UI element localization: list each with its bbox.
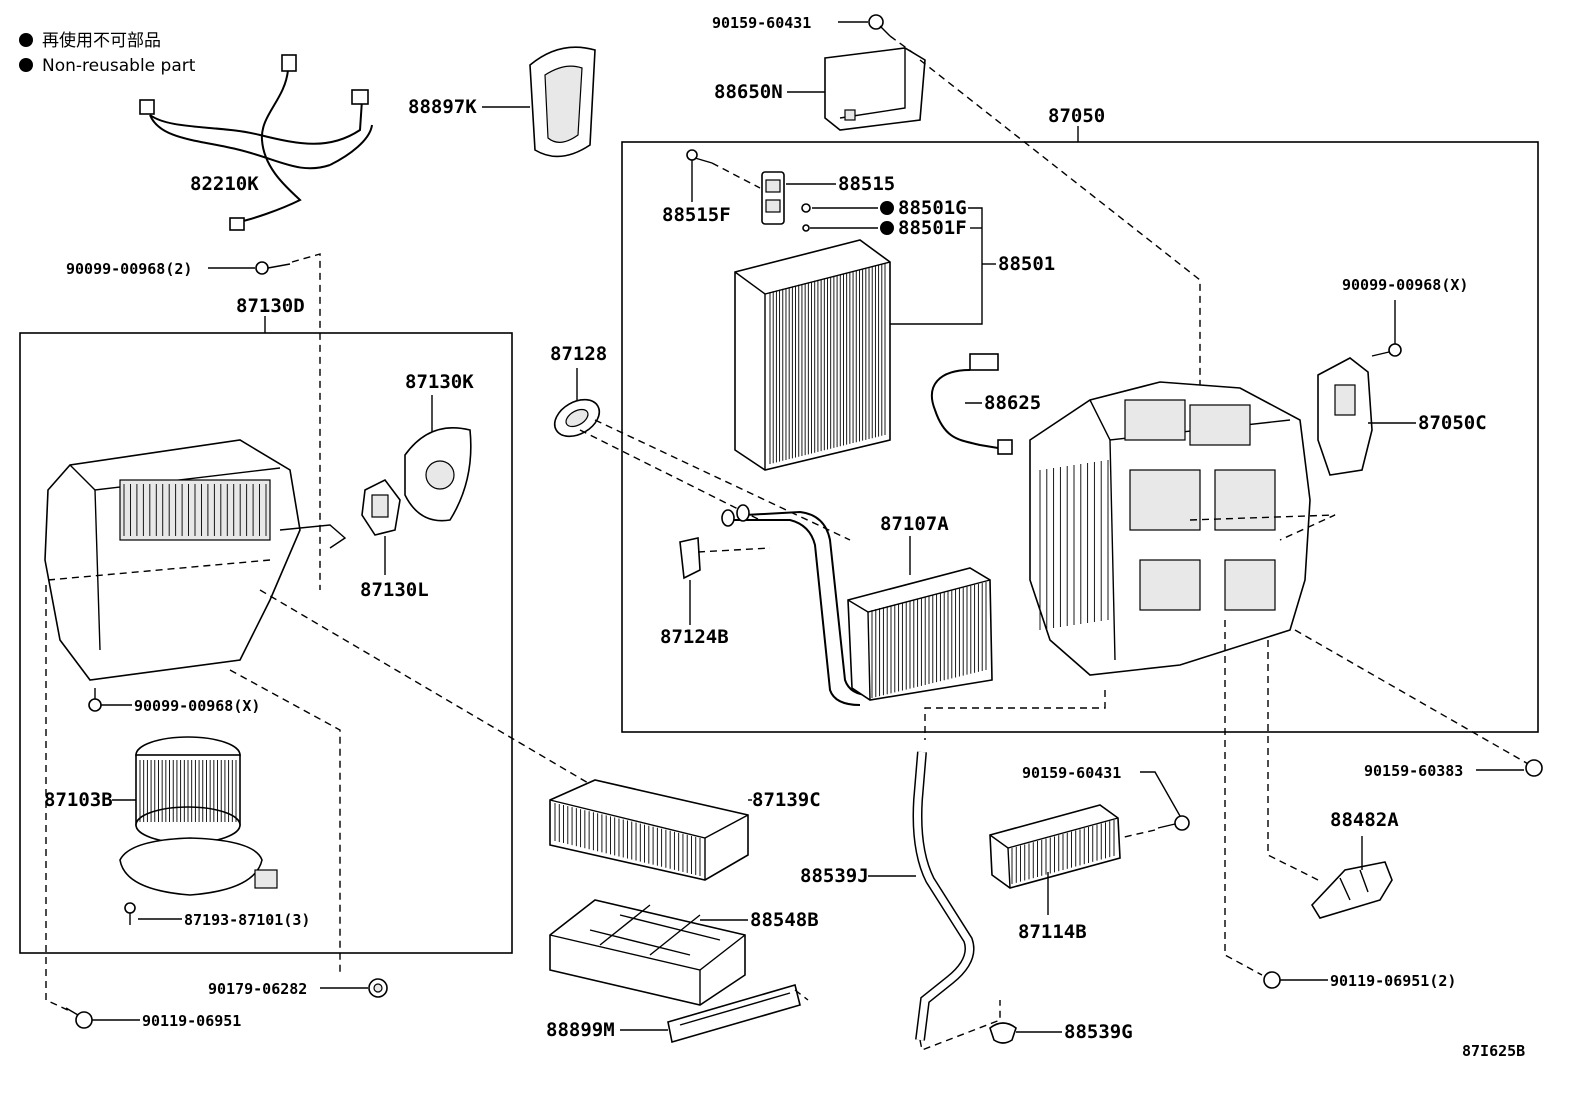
screw-88515f — [686, 149, 713, 164]
label-87193-87101-3: 87193-87101(3) — [184, 911, 310, 929]
hvac-case-87050 — [1029, 381, 1311, 676]
nut-90179-06282 — [368, 978, 388, 998]
label-88539g: 88539G — [1064, 1021, 1133, 1043]
label-88899m: 88899M — [546, 1019, 615, 1041]
label-87130k: 87130K — [405, 371, 474, 393]
label-88650n: 88650N — [714, 81, 783, 103]
cover-87130k — [404, 426, 472, 522]
sensor-88625 — [930, 353, 1013, 455]
label-87128: 87128 — [550, 343, 607, 365]
label-87130l: 87130L — [360, 579, 429, 601]
filter-case-88548b — [549, 899, 746, 1006]
heater-core-87107a — [721, 504, 993, 706]
non-reusable-dot-icon — [880, 221, 894, 235]
drain-hose-88539j — [912, 751, 975, 1041]
label-87139c: 87139C — [752, 789, 821, 811]
assembly-frame-87130d — [19, 332, 513, 954]
legend-english: Non-reusable part — [42, 56, 196, 76]
label-87103b: 87103B — [44, 789, 113, 811]
label-87107a: 87107A — [880, 513, 949, 535]
label-88897k: 88897K — [408, 96, 477, 118]
screw-90119-06951-2 — [1263, 971, 1281, 989]
bolt-90159-60383 — [1525, 759, 1543, 777]
legend-japanese: 再使用不可部品 — [42, 30, 161, 51]
clamp-87124b — [679, 537, 701, 580]
cover-88899m — [667, 983, 801, 1044]
bracket-88482a — [1310, 861, 1393, 919]
bolt-90159-60431-top — [868, 14, 891, 37]
label-88548b: 88548B — [750, 909, 819, 931]
legend: 再使用不可部品 Non-reusable part — [19, 30, 196, 76]
screw-90099-00968-x-left — [88, 688, 102, 712]
label-88625: 88625 — [984, 392, 1041, 414]
label-90179-06282: 90179-06282 — [208, 980, 307, 998]
label-87050c: 87050C — [1418, 412, 1487, 434]
label-82210k: 82210K — [190, 173, 259, 195]
label-90119-06951: 90119-06951 — [142, 1012, 241, 1030]
screw-90099-00968-x-right — [1371, 343, 1402, 357]
label-87124b: 87124B — [660, 626, 729, 648]
label-90099-00968-x-right: 90099-00968(X) — [1342, 276, 1468, 294]
ptc-heater-87114b — [989, 804, 1121, 889]
label-90099-00968-x-left: 90099-00968(X) — [134, 697, 260, 715]
label-87114b: 87114B — [1018, 921, 1087, 943]
screw-90119-06951 — [65, 1007, 93, 1029]
ecu-88650n — [824, 47, 926, 131]
packing-87128 — [553, 398, 601, 438]
label-90159-60431-top: 90159-60431 — [712, 14, 811, 32]
bolt-90159-60431-mid — [1157, 815, 1190, 831]
non-reusable-dot-icon — [19, 58, 33, 72]
label-88501: 88501 — [998, 253, 1055, 275]
bracket-87050c — [1317, 357, 1373, 476]
assembly-frame-87050 — [621, 141, 1539, 733]
resistor-87130l — [361, 478, 401, 536]
label-90159-60383: 90159-60383 — [1364, 762, 1463, 780]
label-87050: 87050 — [1048, 105, 1105, 127]
label-90099-00968-2: 90099-00968(2) — [66, 260, 192, 278]
label-88515f: 88515F — [662, 204, 731, 226]
blower-motor-87103b — [119, 736, 278, 896]
screw-90099-00968-2 — [255, 261, 291, 275]
label-88501g: 88501G — [898, 197, 967, 219]
non-reusable-dot-icon — [19, 33, 33, 47]
non-reusable-dot-icon — [880, 201, 894, 215]
label-90119-06951-2: 90119-06951(2) — [1330, 972, 1456, 990]
expansion-valve-88515 — [761, 171, 785, 225]
part-88897k — [529, 46, 596, 158]
wire-harness-82210k — [139, 54, 373, 231]
label-88482a: 88482A — [1330, 809, 1399, 831]
label-87130d: 87130D — [236, 295, 305, 317]
blower-case-assembly — [44, 439, 347, 681]
label-88501f: 88501F — [898, 217, 967, 239]
diagram-id: 87I625B — [1462, 1042, 1525, 1060]
air-filter-87139c — [549, 779, 749, 881]
label-88539j: 88539J — [800, 865, 869, 887]
screw-87193-87101 — [124, 902, 136, 925]
evaporator-88501 — [734, 239, 891, 471]
label-88515: 88515 — [838, 173, 895, 195]
label-90159-60431-mid: 90159-60431 — [1022, 764, 1121, 782]
grommet-88539g — [989, 1022, 1017, 1044]
